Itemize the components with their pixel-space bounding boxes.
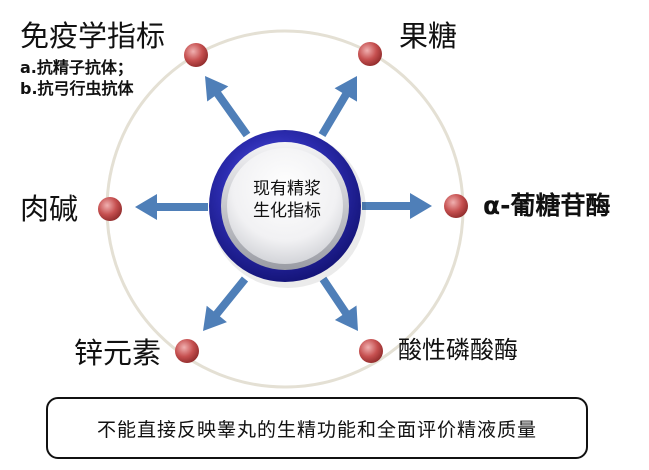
node-fructose (358, 42, 382, 66)
arrow-to-acid-phosphatase (319, 276, 358, 331)
label-immunology-item-b: b.抗弓行虫抗体 (20, 79, 134, 98)
hub-label-line1: 现有精浆 (253, 179, 321, 199)
label-acid-phosphatase: 酸性磷酸酶 (398, 336, 518, 364)
arrow-to-immunology (205, 76, 251, 138)
label-immunology-item-a: a.抗精子抗体； (20, 58, 133, 77)
label-zinc: 锌元素 (74, 336, 162, 370)
node-zinc (175, 339, 199, 363)
node-immunology (184, 43, 208, 67)
arrow-to-carnitine (135, 194, 208, 220)
node-carnitine (98, 197, 122, 221)
note-box: 不能直接反映睾丸的生精功能和全面评价精液质量 (46, 397, 588, 459)
label-fructose: 果糖 (399, 19, 458, 53)
arrows-group (135, 76, 432, 331)
label-carnitine: 肉碱 (20, 192, 79, 226)
arrow-to-alpha-glucosidase (362, 193, 432, 219)
hub-label: 现有精浆 生化指标 (232, 178, 342, 222)
hub-inner-disc (227, 148, 343, 264)
arrow-to-fructose (318, 76, 357, 137)
node-acid-phosphatase (359, 339, 383, 363)
label-alpha-glucosidase: α-葡糖苷酶 (483, 191, 611, 220)
node-alpha-glucosidase (444, 194, 468, 218)
hub-label-line2: 生化指标 (253, 201, 321, 221)
note-text: 不能直接反映睾丸的生精功能和全面评价精液质量 (96, 418, 537, 441)
arrow-to-zinc (203, 276, 249, 331)
label-immunology: 免疫学指标 (20, 19, 166, 53)
